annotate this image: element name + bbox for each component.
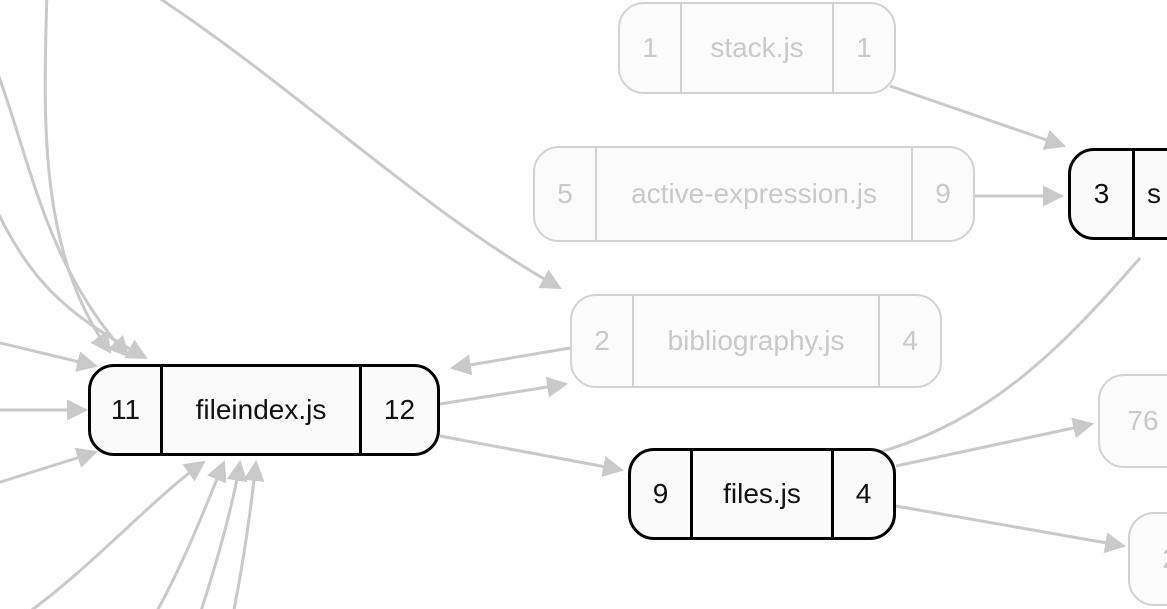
node-label: s <box>1147 178 1161 209</box>
node-bibliography-js[interactable]: 2 bibliography.js 4 <box>570 294 942 388</box>
node-files-js[interactable]: 9 files.js 4 <box>628 448 896 540</box>
node-label: stack.js <box>710 32 804 63</box>
node-in-count: 3 <box>1071 151 1135 237</box>
node-label: bibliography.js <box>667 325 845 356</box>
edge-files-to-offscreen-upper-right <box>879 257 1142 454</box>
node-in-count: 2 <box>572 296 634 386</box>
node-label: fileindex.js <box>195 394 327 425</box>
edge-into-fileindex-bottom-a <box>30 460 206 609</box>
edge-into-fileindex-top-a <box>43 0 112 354</box>
node-in-count: 11 <box>91 367 163 453</box>
edge-into-fileindex-left-c <box>0 447 99 484</box>
node-out-count: 1 <box>832 4 894 92</box>
edge-offscreen-to-bibliography <box>159 0 562 290</box>
node-label: files.js <box>723 478 801 509</box>
node-fileindex-js[interactable]: 11 fileindex.js 12 <box>88 364 440 456</box>
node-in-count: 5 <box>535 148 597 240</box>
edge-into-fileindex-bottom-c <box>200 459 248 609</box>
node-right-partial-76[interactable]: 76 <box>1098 374 1167 468</box>
edge-into-fileindex-left-a <box>0 341 99 372</box>
edge-into-fileindex-top-c <box>0 213 148 360</box>
edge-files-to-right-76 <box>895 417 1095 468</box>
edge-fileindex-to-bibliography <box>439 376 569 406</box>
node-right-partial-2[interactable]: 2 <box>1128 512 1167 606</box>
edge-bibliography-to-fileindex <box>449 346 571 376</box>
node-in-count: 2 <box>1130 514 1167 604</box>
node-out-count: 4 <box>878 296 940 386</box>
node-stack-js[interactable]: 1 stack.js 1 <box>618 2 896 94</box>
node-in-count: 76 <box>1127 405 1159 436</box>
edge-into-fileindex-bottom-d <box>232 459 265 609</box>
node-active-expression-js[interactable]: 5 active-expression.js 9 <box>533 146 975 242</box>
node-in-count: 9 <box>631 451 693 537</box>
node-out-count: 9 <box>911 148 973 240</box>
edge-fileindex-to-files <box>439 434 625 477</box>
edge-stack-to-right-3 <box>889 84 1066 150</box>
node-out-count: 4 <box>831 451 893 537</box>
edge-into-fileindex-top-b <box>0 75 130 358</box>
edge-into-fileindex-bottom-b <box>156 460 227 609</box>
node-right-partial-3[interactable]: 3 s <box>1068 148 1167 240</box>
node-out-count: 12 <box>359 367 437 453</box>
node-in-count: 1 <box>620 4 682 92</box>
edge-files-to-right-2 <box>895 504 1127 554</box>
node-label: active-expression.js <box>631 178 877 209</box>
